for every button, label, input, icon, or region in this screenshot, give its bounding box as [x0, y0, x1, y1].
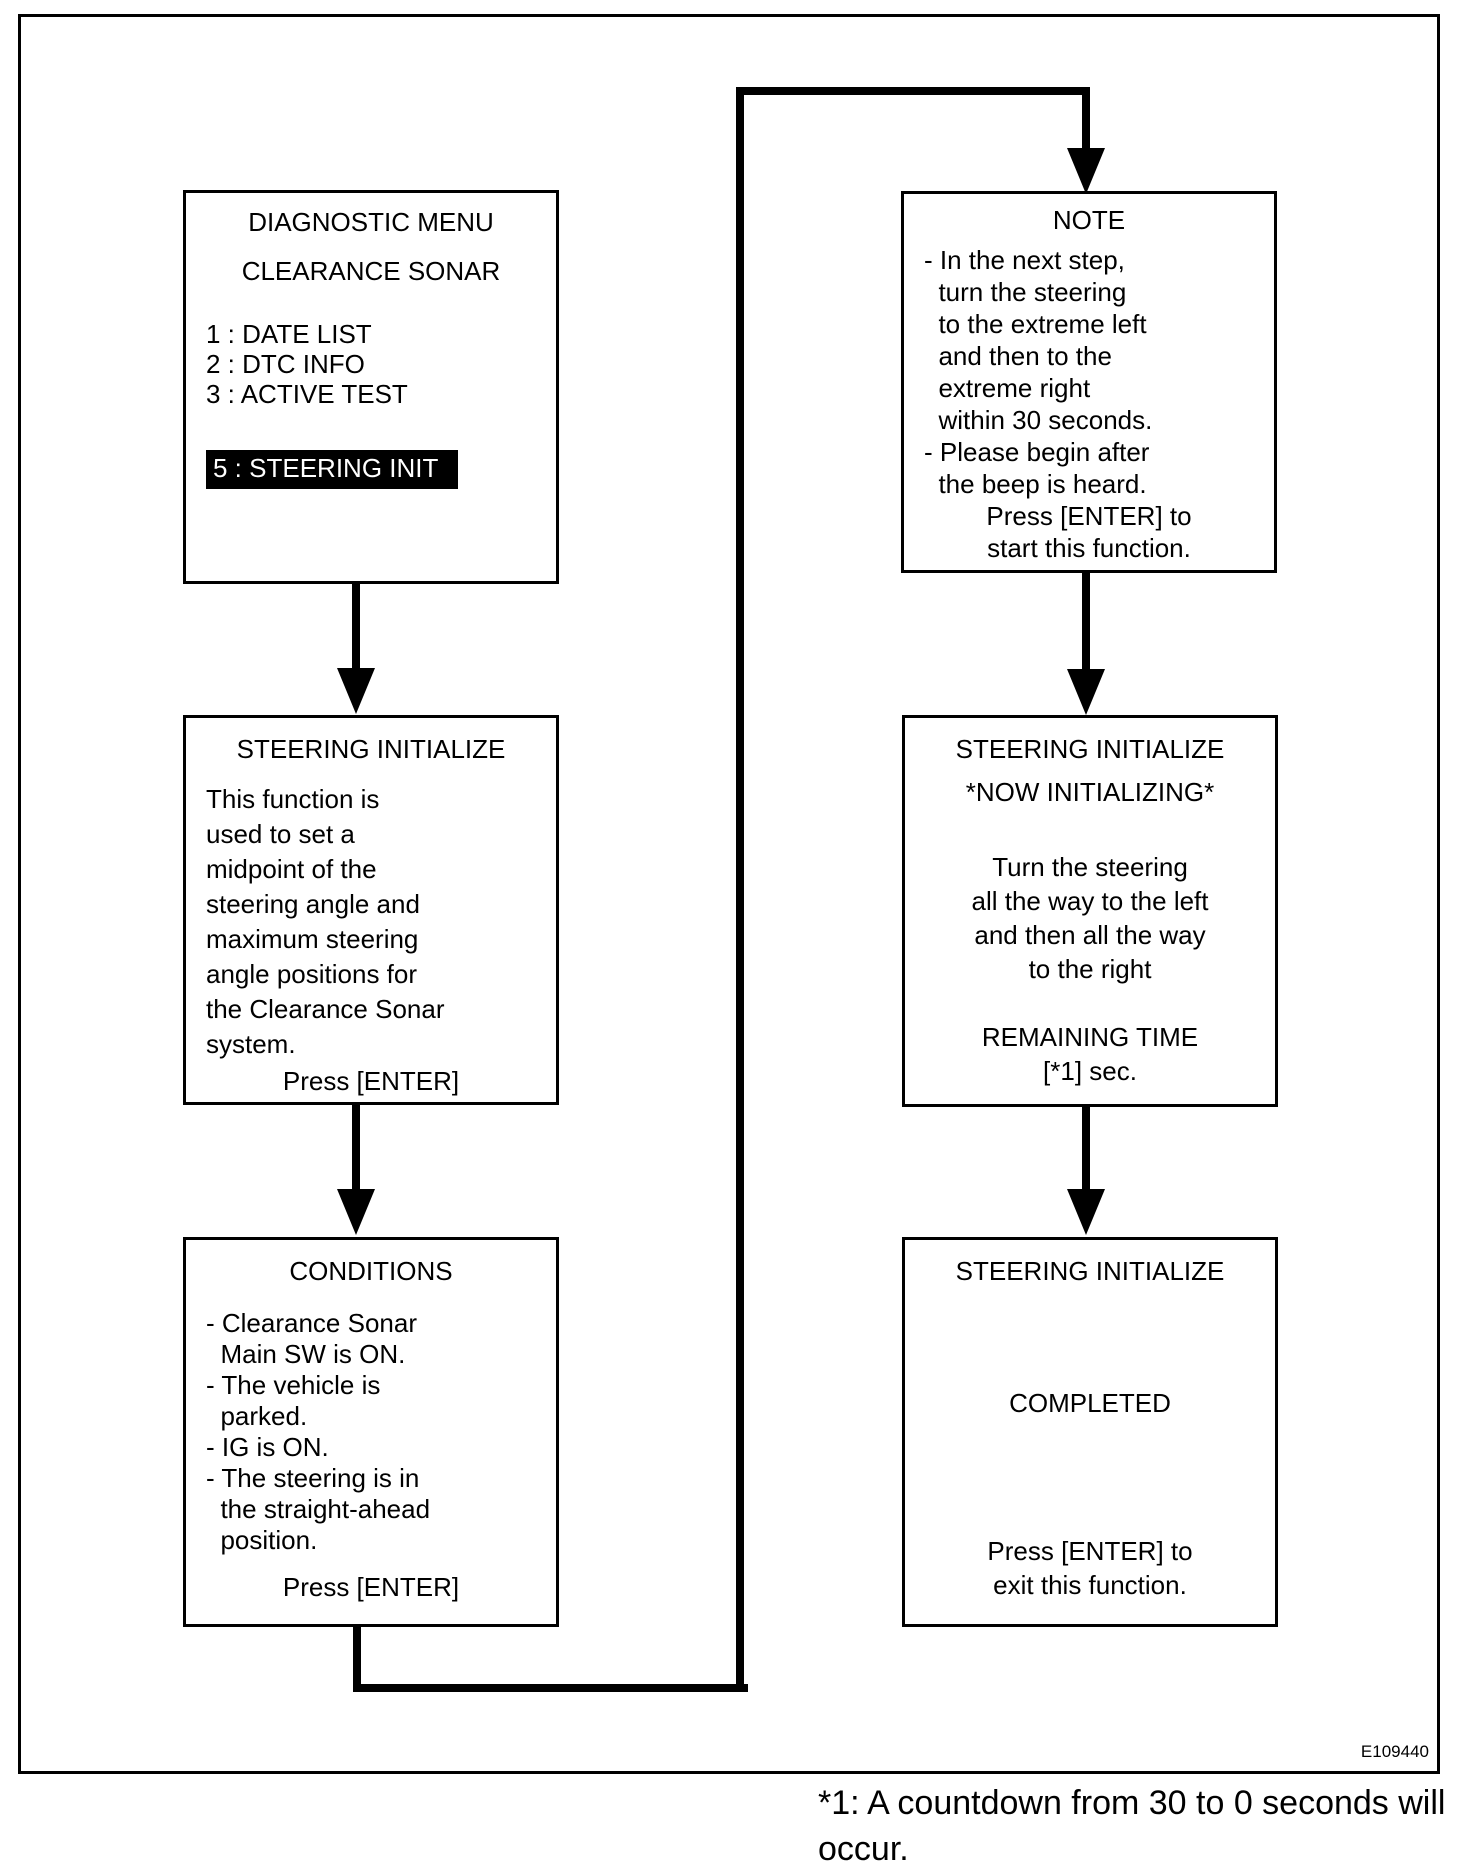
- completed-title: STEERING INITIALIZE: [955, 1256, 1225, 1286]
- connector-top-horizontal: [736, 87, 1090, 95]
- steering-initialize-title: STEERING INITIALIZE: [236, 734, 506, 764]
- steering-initialize-description: This function is used to set a midpoint …: [206, 784, 445, 1059]
- conditions-title: CONDITIONS: [289, 1256, 453, 1286]
- arrow-note-to-initializing-shaft: [1082, 573, 1090, 671]
- completed-box: STEERING INITIALIZE COMPLETED Press [ENT…: [902, 1237, 1278, 1627]
- note-bullets: - In the next step, turn the steering to…: [924, 245, 1153, 499]
- completed-status: COMPLETED: [1009, 1388, 1171, 1418]
- arrow-initializing-to-completed-shaft: [1082, 1107, 1090, 1191]
- now-initializing-instruction: Turn the steering all the way to the lef…: [971, 852, 1209, 984]
- figure-id-label: E109440: [1360, 1742, 1429, 1761]
- steering-initialize-action: Press [ENTER]: [282, 1066, 460, 1096]
- arrow-menu-to-initialize-shaft: [352, 584, 360, 670]
- arrow-initializing-to-completed-head: [1067, 1189, 1105, 1235]
- conditions-bullets: - Clearance Sonar Main SW is ON. - The v…: [206, 1308, 431, 1555]
- note-box: NOTE - In the next step, turn the steeri…: [901, 191, 1277, 573]
- now-initializing-status: *NOW INITIALIZING*: [965, 777, 1215, 807]
- now-initializing-title: STEERING INITIALIZE: [955, 734, 1225, 764]
- arrow-note-to-initializing-head: [1067, 669, 1105, 715]
- note-title: NOTE: [1052, 205, 1126, 235]
- remaining-time-value: [*1] sec.: [1043, 1056, 1137, 1086]
- connector-conditions-down: [353, 1627, 361, 1692]
- diagnostic-menu-subtitle: CLEARANCE SONAR: [241, 256, 501, 286]
- remaining-time: REMAINING TIME [*1] sec.: [905, 1020, 1275, 1088]
- arrow-initialize-to-conditions-shaft: [352, 1105, 360, 1191]
- diagnostic-menu-title: DIAGNOSTIC MENU: [248, 207, 494, 237]
- remaining-time-label: REMAINING TIME: [981, 1022, 1199, 1052]
- arrow-into-note-head: [1067, 148, 1105, 194]
- arrow-initialize-to-conditions-head: [337, 1189, 375, 1235]
- steering-initialize-description-box: STEERING INITIALIZE This function is use…: [183, 715, 559, 1105]
- diagnostic-menu-box: DIAGNOSTIC MENU CLEARANCE SONAR 1 : DATE…: [183, 190, 559, 584]
- note-action: Press [ENTER] to start this function.: [986, 501, 1192, 563]
- selected-menu-item: 5 : STEERING INIT: [206, 450, 459, 489]
- footnote: *1: A countdown from 30 to 0 seconds wil…: [818, 1784, 1446, 1868]
- connector-middle-vertical: [736, 87, 744, 1692]
- arrow-into-note-shaft: [1082, 87, 1090, 150]
- diagnostic-menu-items: 1 : DATE LIST 2 : DTC INFO 3 : ACTIVE TE…: [206, 319, 408, 409]
- arrow-menu-to-initialize-head: [337, 668, 375, 714]
- now-initializing-box: STEERING INITIALIZE *NOW INITIALIZING* T…: [902, 715, 1278, 1107]
- selected-menu-item-row: 5 : STEERING INIT: [206, 450, 556, 489]
- conditions-box: CONDITIONS - Clearance Sonar Main SW is …: [183, 1237, 559, 1627]
- conditions-action: Press [ENTER]: [282, 1572, 460, 1602]
- completed-action: Press [ENTER] to exit this function.: [987, 1536, 1193, 1600]
- connector-bottom-horizontal: [353, 1684, 748, 1692]
